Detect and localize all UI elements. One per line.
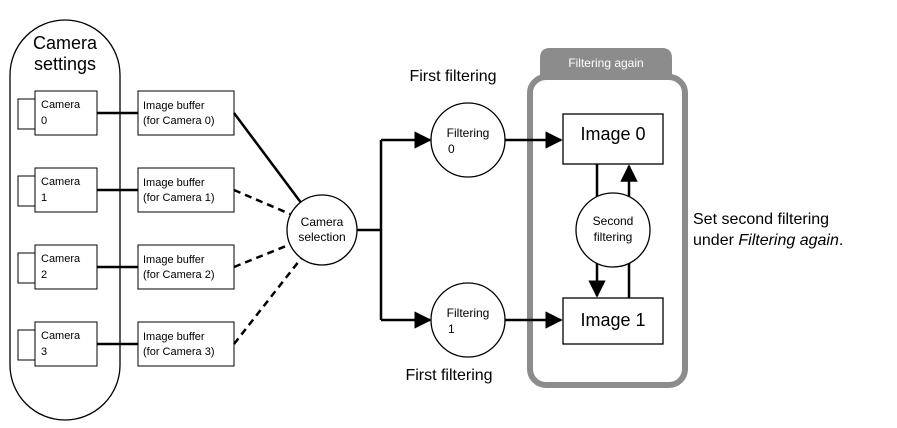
camera-3: Camera 3 (17, 321, 98, 367)
svg-text:Image buffer: Image buffer (143, 331, 205, 343)
svg-text:(for Camera 2): (for Camera 2) (143, 269, 215, 281)
filtering-again-tab-label: Filtering again (568, 56, 643, 70)
filtering-1-label-line2: 1 (448, 322, 455, 336)
svg-text:3: 3 (41, 346, 47, 358)
note-line2-italic: Filtering again (738, 232, 839, 249)
image-buffer-1: Image buffer (for Camera 1) (137, 167, 235, 213)
filtering-0-label-line1: Filtering (447, 126, 490, 140)
filtering-1-label-line1: Filtering (447, 306, 490, 320)
svg-text:Image buffer: Image buffer (143, 177, 205, 189)
camera-settings-title-line1: Camera (33, 33, 98, 53)
image-1-label: Image 1 (580, 310, 645, 330)
svg-text:(for Camera 3): (for Camera 3) (143, 346, 215, 358)
svg-text:1: 1 (41, 192, 47, 204)
svg-text:Image buffer: Image buffer (143, 254, 205, 266)
svg-text:Image buffer: Image buffer (143, 100, 205, 112)
filtering-again-tab (540, 48, 672, 77)
svg-text:0: 0 (41, 115, 47, 127)
note-line2-prefix: under (693, 232, 738, 249)
image-0-box (562, 113, 664, 165)
svg-text:Camera: Camera (41, 176, 81, 188)
svg-text:(for Camera 0): (for Camera 0) (143, 115, 215, 127)
note-line1: Set second filtering (693, 211, 829, 228)
note-line2-suffix: . (839, 232, 843, 249)
camera-selection-label-line1: Camera (301, 215, 344, 229)
svg-text:Camera: Camera (41, 253, 81, 265)
camera-1: Camera 1 (17, 167, 98, 213)
filtering-0-node (430, 102, 506, 178)
first-filtering-label-top: First filtering (409, 68, 496, 85)
image-buffer-2: Image buffer (for Camera 2) (137, 244, 235, 290)
image-buffer-3: Image buffer (for Camera 3) (137, 321, 235, 367)
second-filtering-label-line2: filtering (594, 230, 633, 244)
first-filtering-label-bottom: First filtering (405, 367, 492, 384)
selection-branch-line (357, 140, 383, 320)
image-1-box (562, 297, 664, 345)
filtering-0-label-line2: 0 (448, 142, 455, 156)
second-filtering-label-line1: Second (593, 214, 634, 228)
buffer0-to-selection-line (232, 112, 304, 205)
note-line2: under Filtering again. (693, 232, 843, 249)
svg-text:Camera: Camera (41, 99, 81, 111)
image-0-label: Image 0 (580, 124, 645, 144)
buffer3-to-selection-line (233, 255, 304, 345)
svg-text:(for Camera 1): (for Camera 1) (143, 192, 215, 204)
svg-text:2: 2 (41, 269, 47, 281)
filtering-1-node (430, 282, 506, 358)
camera-0: Camera 0 (17, 90, 98, 136)
buffer2-to-selection-line (233, 242, 292, 269)
camera-selection-label-line2: selection (298, 230, 345, 244)
buffer1-to-selection-line (233, 188, 291, 216)
second-filtering-node (575, 192, 651, 268)
svg-text:Camera: Camera (41, 330, 81, 342)
camera-2: Camera 2 (17, 244, 98, 290)
camera-settings-title-line2: settings (34, 54, 96, 74)
image-buffer-0: Image buffer (for Camera 0) (137, 90, 235, 136)
